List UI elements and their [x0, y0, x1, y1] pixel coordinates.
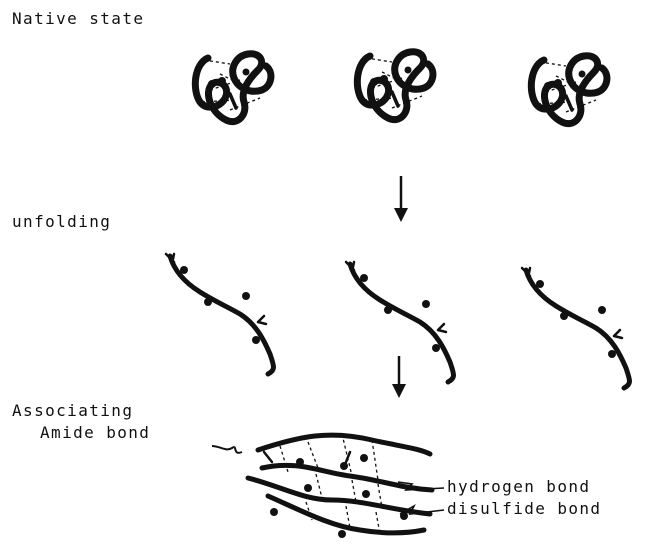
amide-bond-pointer [212, 446, 242, 453]
unfolded-chain-3 [522, 268, 630, 388]
native-protein-2 [357, 52, 433, 120]
native-protein-3 [531, 56, 607, 124]
down-arrow-2-icon [392, 356, 406, 398]
native-protein-1 [195, 54, 271, 122]
aggregated-chains [248, 434, 432, 538]
down-arrow-1-icon [394, 176, 408, 222]
unfolded-chain-1 [166, 254, 274, 374]
